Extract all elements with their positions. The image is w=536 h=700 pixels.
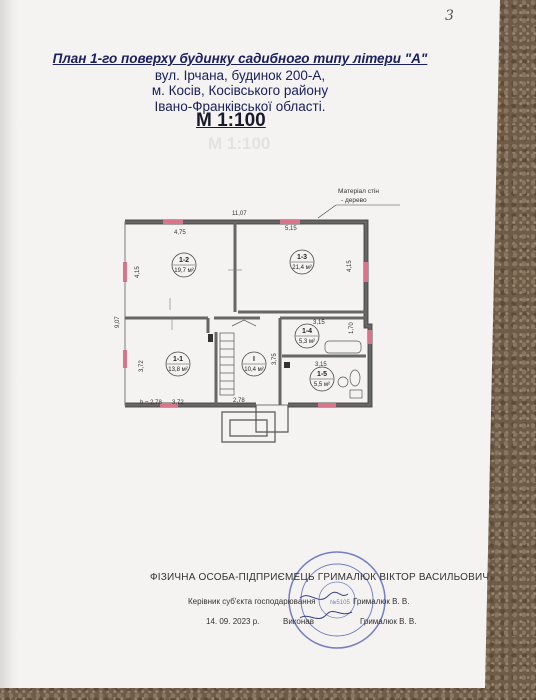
address-region: Івано-Франківської області. <box>154 99 326 114</box>
document-date: 14. 09. 2023 р. <box>206 617 260 626</box>
room-1-1-area: 13,8 м² <box>168 367 187 373</box>
room-1-5: 1-5 5,5 м² <box>309 366 335 392</box>
room-I-area: 10,4 м² <box>244 367 263 373</box>
dim-room13-depth: 4,15 <box>347 260 353 272</box>
dim-room11-depth: 3,72 <box>139 360 145 372</box>
room-1-3: 1-3 21,4 м² <box>289 249 315 275</box>
executor-name: Грималюк В. В. <box>360 617 417 626</box>
dim-total-width: 11,07 <box>232 211 247 217</box>
stamp-number: №5105 <box>330 599 350 606</box>
dim-room13-width: 5,15 <box>285 226 297 232</box>
room-I-id: I <box>253 356 255 363</box>
manager-name: Грималюк В. В. <box>353 597 410 606</box>
room-1-4-id: 1-4 <box>302 328 312 335</box>
official-stamp: №5105 <box>288 551 386 649</box>
room-1-5-area: 5,5 м² <box>314 382 330 388</box>
room-1-1-id: 1-1 <box>173 356 183 363</box>
dim-stair-depth: 3,75 <box>272 353 278 365</box>
room-1-2: 1-2 19,7 м² <box>171 252 197 278</box>
scale-label-show-through: М 1:100 <box>208 134 271 153</box>
document-page <box>0 0 500 688</box>
dim-total-depth: 9,07 <box>115 316 121 328</box>
wall-material-label: Матеріал стін <box>338 187 379 195</box>
page-binding-edge <box>0 0 18 688</box>
bathroom-fixtures <box>324 340 363 399</box>
executor-label: Виконав <box>283 617 314 626</box>
address-street: вул. Ірчана, будинок 200-А, <box>154 68 326 83</box>
room-1-1: 1-1 13,8 м² <box>165 351 191 377</box>
document-title: План 1-го поверху будинку садибного типу… <box>52 51 428 66</box>
dim-room12-depth: 4,15 <box>135 266 141 278</box>
entrance-porch <box>221 405 289 443</box>
room-1-4: 1-4 5,3 м² <box>294 323 320 349</box>
wall-material-value: - дерево <box>341 197 367 204</box>
windows <box>123 220 372 407</box>
room-labels: 1-2 19,7 м² 1-3 21,4 м² 1-1 13,8 м² I 10… <box>165 249 335 392</box>
dim-room11-width: 3,72 <box>172 400 184 406</box>
room-I: I 10,4 м² <box>241 351 267 377</box>
room-1-3-area: 21,4 м² <box>292 265 311 271</box>
room-1-5-id: 1-5 <box>317 371 327 378</box>
signature-manager <box>299 591 349 600</box>
room-1-2-area: 19,7 м² <box>174 268 193 274</box>
staircase <box>219 319 257 396</box>
page-number: 3 <box>445 8 454 24</box>
scale-label: М 1:100 <box>196 110 266 131</box>
dim-entry-width: 2,78 <box>233 398 245 404</box>
room-1-2-id: 1-2 <box>179 257 189 264</box>
dim-bath-width-top: 3,15 <box>313 320 325 326</box>
company-name: ФІЗИЧНА ОСОБА-ПІДПРИЄМЕЦЬ ГРИМАЛЮК ВІКТО… <box>150 572 490 583</box>
manager-role-label: Керівник суб'єкта господарювання <box>188 597 316 606</box>
address-town: м. Косів, Косівського району <box>151 83 329 98</box>
signature-executor <box>299 611 353 619</box>
dim-bath-width-mid: 3,15 <box>315 362 327 368</box>
dim-room12-width: 4,75 <box>174 230 186 236</box>
room-1-4-area: 5,3 м² <box>299 339 315 345</box>
dim-ceiling-height: h = 2,78 <box>140 400 163 406</box>
dimensions: 11,07 4,75 5,15 4,15 4,15 9,07 3,72 3,75… <box>115 211 355 406</box>
room-1-3-id: 1-3 <box>297 254 307 261</box>
dim-bath-depth: 1,70 <box>349 322 355 334</box>
interior-walls <box>125 222 366 405</box>
